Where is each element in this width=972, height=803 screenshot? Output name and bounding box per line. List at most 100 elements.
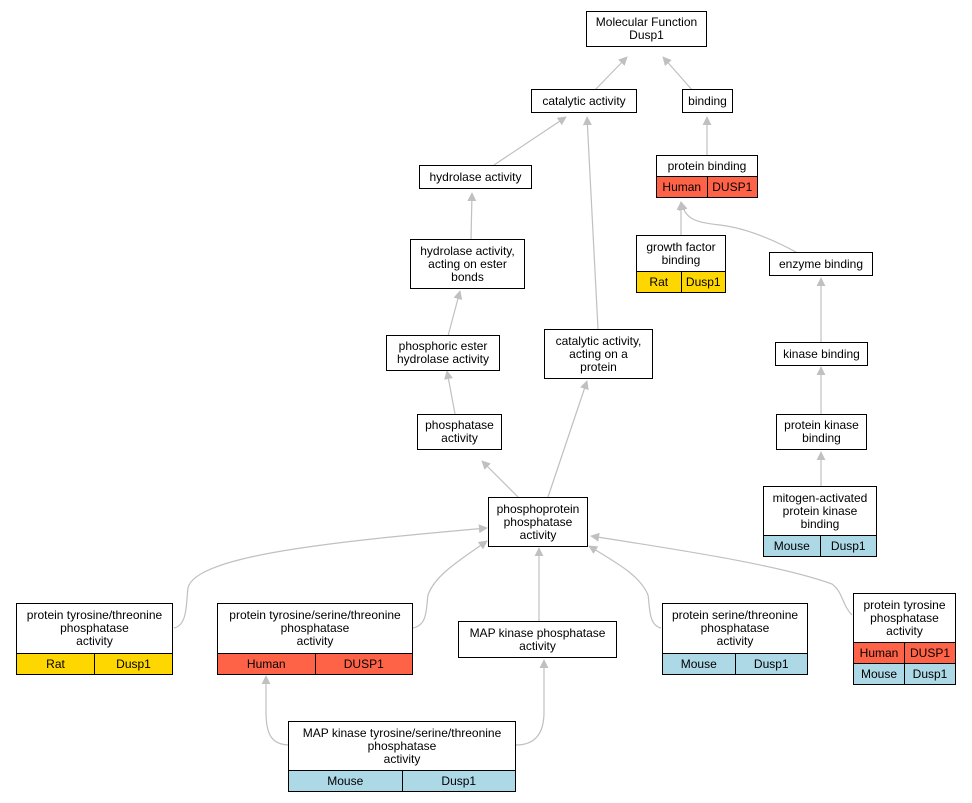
node-label-line: protein tyrosine — [863, 597, 946, 612]
node-label-line: MAP kinase phosphatase — [469, 625, 606, 640]
edge-ptp-to-phosphoprotein — [590, 532, 853, 616]
node-label-line: hydrolase activity, — [420, 243, 515, 258]
edge-catalytic-protein-to-catalytic — [582, 116, 599, 330]
node-label: catalytic activity — [532, 90, 636, 112]
node-label: enzyme binding — [770, 253, 872, 275]
node-hydrolase-activity[interactable]: hydrolase activity — [419, 165, 532, 189]
edge-ptst-to-phosphoprotein — [412, 540, 488, 629]
node-kinase-binding[interactable]: kinase binding — [775, 342, 868, 366]
node-label-line: protein — [580, 359, 617, 374]
gene-cell: DUSP1 — [314, 654, 413, 674]
species-cell: Rat — [46, 656, 65, 671]
node-label-line: binding — [688, 93, 727, 108]
node-label-line: hydrolase activity — [396, 352, 490, 366]
species-cell: Human — [859, 645, 899, 660]
node-label-line: Dusp1 — [629, 28, 664, 42]
annotation-row: Rat Dusp1 — [17, 653, 172, 674]
node-enzyme-binding[interactable]: enzyme binding — [769, 252, 873, 276]
species-cell: Human — [246, 656, 286, 671]
edge-catalytic-to-root — [593, 56, 628, 92]
node-label-line: activity — [383, 751, 421, 766]
gene-cell: Dusp1 — [94, 654, 172, 674]
node-label-line: protein binding — [667, 158, 747, 173]
node-label-line: catalytic activity, — [555, 333, 642, 348]
node-binding[interactable]: binding — [682, 89, 733, 113]
edge-hydrolase-to-catalytic — [493, 116, 567, 166]
species-cell: Mouse — [680, 656, 717, 671]
species-cell: Mouse — [773, 538, 810, 553]
node-label-line: catalytic activity — [542, 93, 626, 108]
node-label-line: acting on ester — [428, 256, 507, 271]
node-label-line: MAP kinase tyrosine/serine/threonine — [302, 725, 502, 740]
species-cell: Mouse — [860, 666, 898, 681]
edge-hydrolase-ester-to-hydrolase — [467, 192, 477, 241]
annotation-row: Mouse Dusp1 — [854, 663, 955, 684]
node-catalytic-activity[interactable]: catalytic activity — [531, 89, 637, 113]
gene-cell: DUSP1 — [706, 177, 758, 197]
node-label-line: activity — [716, 634, 754, 648]
edge-ptt-to-phosphoprotein — [173, 524, 488, 629]
annotation-row: Human DUSP1 — [218, 653, 412, 674]
node-label: hydrolase activity — [420, 166, 531, 188]
edge-phosphoric-ester-to-hydrolase-ester — [447, 290, 463, 337]
node-label-line: phosphatase — [367, 738, 437, 753]
node-label-line: binding — [661, 252, 701, 267]
node-label-line: phosphatase — [700, 621, 770, 635]
node-label-line: hydrolase activity — [429, 169, 522, 184]
node-label-line: protein kinase — [782, 503, 858, 518]
node-label-line: protein tyrosine/threonine — [26, 608, 163, 622]
node-label-line: activity — [886, 623, 923, 638]
node-label-line: activity — [296, 634, 334, 648]
node-label-line: protein kinase — [784, 418, 859, 432]
node-label-line: phosphatase — [503, 514, 573, 529]
node-label-line: binding — [800, 516, 840, 531]
node-label-line: phosphatase — [60, 621, 129, 635]
species-cell: Mouse — [327, 773, 364, 788]
node-label-line: phosphoric ester — [398, 339, 488, 353]
node-label-line: acting on a — [569, 346, 628, 361]
node-label: binding — [683, 90, 732, 112]
edge-mapk-tst-to-ptst — [261, 675, 291, 746]
node-label-line: enzyme binding — [778, 256, 864, 271]
edge-pst-to-phosphoprotein — [588, 545, 662, 629]
edge-phosphoprotein-to-phosphatase — [481, 460, 519, 498]
gene-cell: Dusp1 — [904, 664, 955, 684]
node-label-line: kinase binding — [783, 346, 860, 361]
node-label-line: phosphatase — [425, 418, 494, 432]
edge-phosphoprotein-to-catalytic-protein — [547, 380, 589, 498]
node-label-line: binding — [802, 431, 841, 445]
